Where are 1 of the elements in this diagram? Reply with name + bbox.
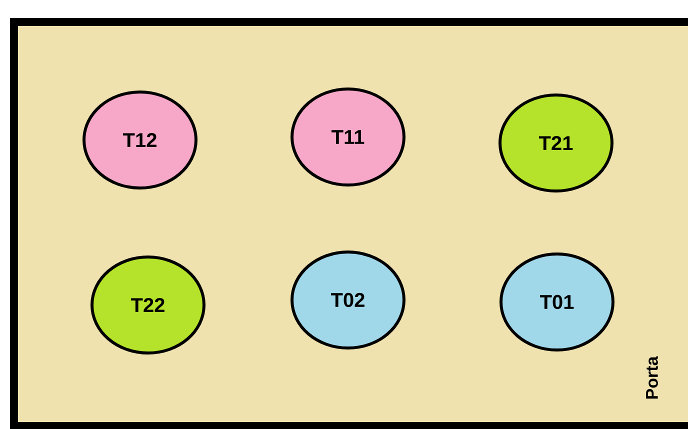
door-label: Porta <box>646 356 658 399</box>
